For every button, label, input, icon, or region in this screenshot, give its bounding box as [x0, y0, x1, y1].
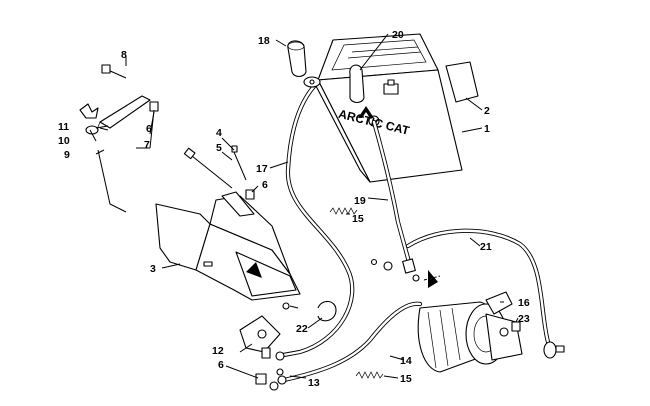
callout-16: 16 [518, 297, 530, 309]
starter-cable [277, 301, 423, 385]
starter-motor [417, 301, 523, 373]
callout-4: 4 [216, 127, 222, 139]
callout-15-lower: 15 [400, 373, 412, 385]
screw [101, 64, 127, 79]
callout-13: 13 [308, 377, 320, 389]
battery-label-card [445, 61, 479, 103]
wing-nut [79, 103, 99, 119]
leader-lines [89, 33, 519, 379]
callout-8: 8 [121, 49, 127, 61]
nut-left [149, 101, 159, 112]
battery: ARCTIC CAT [315, 33, 463, 183]
callout-23: 23 [518, 313, 530, 325]
callout-14: 14 [400, 355, 412, 367]
callout-3: 3 [150, 263, 156, 275]
hold-down-plate [99, 95, 151, 129]
callout-21: 21 [480, 241, 492, 253]
positive-battery-cable [370, 119, 416, 274]
callout-2: 2 [484, 105, 490, 117]
callout-22: 22 [296, 323, 308, 335]
callout-6-upper: 6 [262, 179, 268, 191]
hold-down-rod [97, 149, 127, 213]
starter-terminal-boot [485, 291, 513, 315]
callout-15-upper: 15 [352, 213, 364, 225]
battery-bracket [155, 191, 301, 310]
callout-5: 5 [216, 142, 222, 154]
connector-bits [412, 270, 441, 288]
nut-upper [245, 189, 255, 200]
callout-6-left: 6 [146, 123, 152, 135]
terminal-boot-cap [287, 40, 307, 78]
callout-labels: 1 2 3 4 5 6 6 6 7 8 9 10 11 12 13 14 15 … [58, 29, 530, 389]
negative-cable [275, 76, 355, 361]
callout-20: 20 [392, 29, 404, 41]
cable-clip [317, 300, 337, 322]
callout-12: 12 [212, 345, 224, 357]
callout-18: 18 [258, 35, 270, 47]
callout-10: 10 [58, 135, 70, 147]
bolt-long [183, 145, 247, 189]
callout-1: 1 [484, 123, 490, 135]
starter-relay-cable [405, 228, 565, 359]
callout-19: 19 [354, 195, 366, 207]
starter-solenoid [239, 315, 284, 391]
callout-9: 9 [64, 149, 70, 161]
battery-vent-cap [349, 64, 365, 104]
spring-upper [329, 207, 358, 215]
callout-7: 7 [144, 139, 150, 151]
spring-lower [355, 371, 384, 379]
callout-6-lower: 6 [218, 359, 224, 371]
callout-11: 11 [58, 121, 69, 133]
callout-17: 17 [256, 163, 268, 175]
